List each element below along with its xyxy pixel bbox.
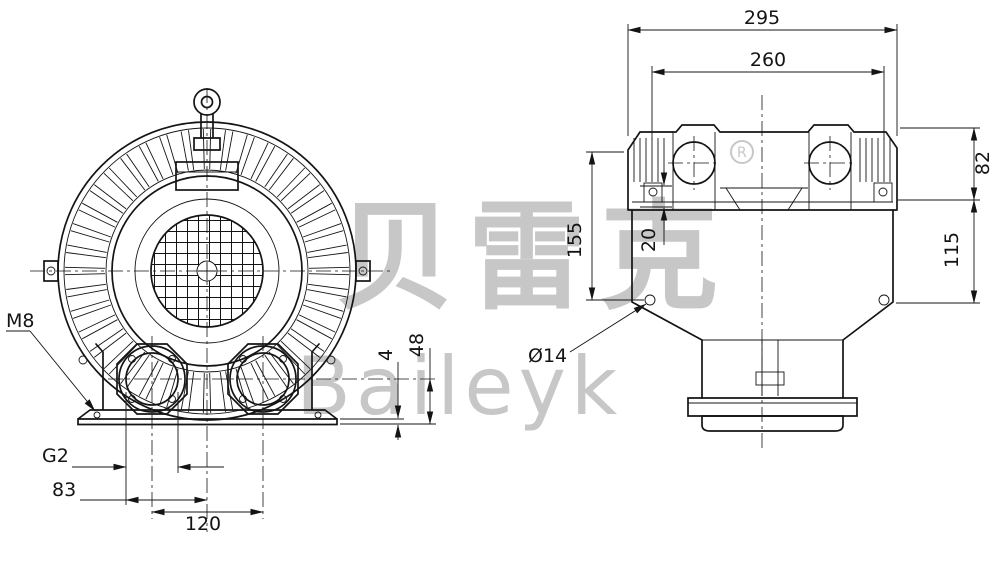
top-cap [627, 124, 898, 211]
dim-82: 82 [898, 127, 994, 201]
dim-4: 4 [340, 349, 404, 440]
dim-295: 295 [627, 7, 898, 136]
right-port [229, 345, 297, 413]
bottom-housing [77, 343, 338, 426]
dim-120: 120 [151, 508, 264, 535]
registered-mark-icon [730, 140, 754, 164]
dim-48: 48 [340, 333, 436, 425]
lifting-eye [193, 88, 221, 151]
side-view [627, 95, 898, 448]
dimensions: 295 260 82 115 155 20 Ø14 M8 [6, 7, 994, 535]
flange-hole-right [878, 294, 890, 306]
dim-115: 115 [896, 199, 980, 304]
front-view [30, 88, 436, 532]
dim-g2-label: G2 [42, 445, 69, 467]
right-port-flange [227, 343, 299, 415]
dim-260: 260 [651, 49, 885, 140]
left-port [118, 345, 186, 413]
watermark-latin-text: Baileyk [296, 340, 622, 433]
side-centerlines [668, 95, 856, 448]
cooling-fins [64, 128, 350, 414]
dim-295-label: 295 [744, 7, 780, 29]
dim-115-label: 115 [941, 232, 963, 268]
body-motor [631, 209, 894, 432]
dim-155-label: 155 [564, 222, 586, 258]
dim-83-label: 83 [52, 479, 76, 501]
watermark: 贝雷克 R Baileyk [296, 140, 754, 433]
side-port-2 [808, 141, 852, 185]
dim-20: 20 [638, 170, 672, 252]
mounting-tabs [43, 260, 371, 365]
dim-g2: G2 [42, 392, 224, 505]
dim-48-label: 48 [406, 333, 428, 357]
cap-ribs [633, 138, 891, 182]
registered-mark-letter: R [737, 145, 747, 161]
dim-83: 83 [52, 479, 208, 504]
inlet-grid [150, 214, 264, 328]
dim-4-label: 4 [375, 349, 397, 361]
dim-dia14-label: Ø14 [528, 345, 567, 367]
dim-m8: M8 [6, 310, 96, 412]
dim-260-label: 260 [750, 49, 786, 71]
side-port-1 [672, 141, 716, 185]
flange-hole-left [644, 294, 656, 306]
port-bolt-holes [128, 355, 287, 403]
dim-20-label: 20 [638, 228, 660, 252]
dim-82-label: 82 [972, 151, 994, 175]
dim-dia14: Ø14 [528, 303, 647, 367]
dim-155: 155 [564, 151, 644, 301]
dim-120-label: 120 [185, 513, 221, 535]
dim-m8-label: M8 [6, 310, 34, 332]
left-port-flange [116, 343, 188, 415]
